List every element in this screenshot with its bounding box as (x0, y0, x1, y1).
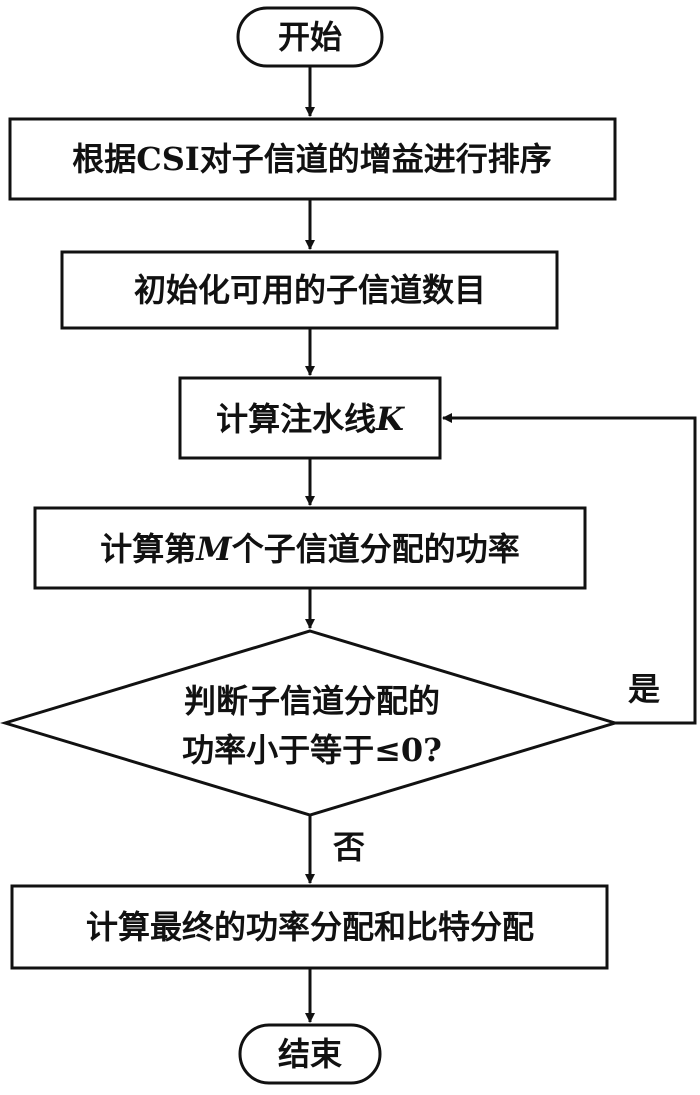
power-text-suffix: 个子信道分配的功率 (232, 530, 520, 568)
decision-diamond: 判断子信道分配的 功率小于等于≤0? (0, 629, 621, 817)
no-label: 否 (333, 828, 365, 866)
power-text-prefix: 计算第 (100, 530, 196, 568)
end-node: 结束 (238, 1023, 382, 1085)
decision-label-line2: 功率小于等于≤0? (182, 731, 442, 769)
start-node: 开始 (236, 6, 384, 68)
final-process-box: 计算最终的功率分配和比特分配 (10, 884, 609, 970)
init-process-box: 初始化可用的子信道数目 (60, 250, 559, 330)
water-level-process-box: 计算注水线K (178, 376, 442, 460)
water-level-variable: K (375, 400, 405, 438)
decision-label-line1: 判断子信道分配的 (184, 682, 440, 720)
sort-label: 根据CSI对子信道的增益进行排序 (72, 140, 552, 178)
power-label: 计算第M个子信道分配的功率 (100, 530, 519, 568)
water-level-text: 计算注水线 (216, 400, 376, 438)
power-process-box: 计算第M个子信道分配的功率 (33, 506, 587, 590)
final-label: 计算最终的功率分配和比特分配 (86, 908, 534, 946)
end-label: 结束 (278, 1035, 342, 1073)
yes-label: 是 (628, 670, 660, 708)
init-label: 初始化可用的子信道数目 (134, 271, 486, 309)
sort-process-box: 根据CSI对子信道的增益进行排序 (8, 117, 617, 201)
power-variable: M (195, 530, 233, 568)
arrow-yes-loop (442, 413, 697, 725)
water-level-label: 计算注水线K (216, 400, 405, 438)
start-label: 开始 (278, 18, 342, 56)
